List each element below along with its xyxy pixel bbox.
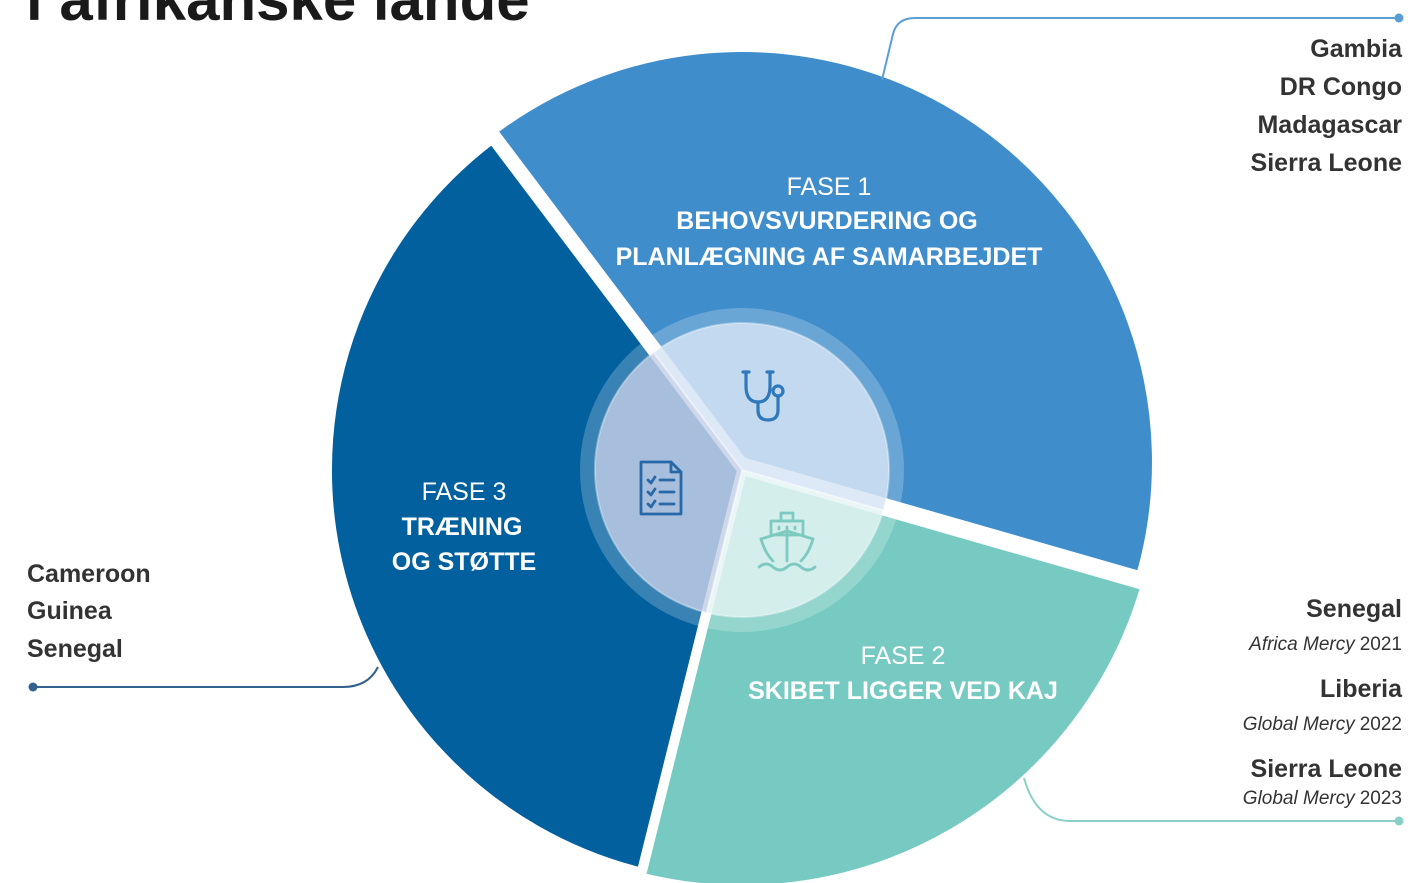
list-item: Gambia xyxy=(1310,35,1403,63)
phase-2-connector xyxy=(1023,777,1404,826)
phase-3-segment xyxy=(321,133,747,878)
list-item-country: Liberia xyxy=(1320,675,1403,703)
phase-1-label: FASE 1 BEHOVSVURDERING OG PLANLÆGNING AF… xyxy=(616,173,1043,271)
connector-dot xyxy=(1394,816,1404,826)
phase-3-country-list: Cameroon Guinea Senegal xyxy=(27,560,151,663)
phase-1-title-line-2: PLANLÆGNING AF SAMARBEJDET xyxy=(616,243,1043,271)
list-item: DR Congo xyxy=(1280,73,1402,101)
list-item: Madagascar xyxy=(1257,111,1402,139)
connector-dot xyxy=(28,682,38,692)
phase-3-connector xyxy=(28,666,379,692)
list-item: Sierra Leone xyxy=(1251,149,1403,177)
phase-3-title-line-2: OG STØTTE xyxy=(392,548,536,576)
phase-1-segment xyxy=(487,42,1162,582)
ship-icon xyxy=(757,511,817,572)
phase-3-title-line-1: TRÆNING xyxy=(402,513,523,541)
hub-sector-phase-2 xyxy=(705,468,885,618)
phase-3-number: FASE 3 xyxy=(422,478,507,506)
list-item: Guinea xyxy=(27,597,113,625)
list-item-country: Sierra Leone xyxy=(1251,755,1403,783)
phase-2-label: FASE 2 SKIBET LIGGER VED KAJ xyxy=(748,642,1058,705)
stethoscope-icon xyxy=(741,370,785,422)
hub-sector-phase-3 xyxy=(594,351,744,614)
phase-3-label: FASE 3 TRÆNING OG STØTTE xyxy=(392,478,536,576)
checklist-icon xyxy=(639,460,683,516)
connector-dot xyxy=(1394,13,1404,23)
phase-1-number: FASE 1 xyxy=(787,173,872,201)
hub-sector-phase-1 xyxy=(652,322,890,512)
phase-1-country-list: Gambia DR Congo Madagascar Sierra Leone xyxy=(1251,35,1404,177)
phase-2-number: FASE 2 xyxy=(861,642,946,670)
phase-2-title-line-1: SKIBET LIGGER VED KAJ xyxy=(748,677,1058,705)
phase-1-connector xyxy=(881,13,1404,81)
list-item-country: Senegal xyxy=(1306,595,1402,623)
list-item: Cameroon xyxy=(27,560,151,588)
phase-1-title-line-1: BEHOVSVURDERING OG xyxy=(676,207,977,235)
page-title: i afrikanske lande xyxy=(26,0,530,33)
list-item: Senegal xyxy=(27,635,123,663)
